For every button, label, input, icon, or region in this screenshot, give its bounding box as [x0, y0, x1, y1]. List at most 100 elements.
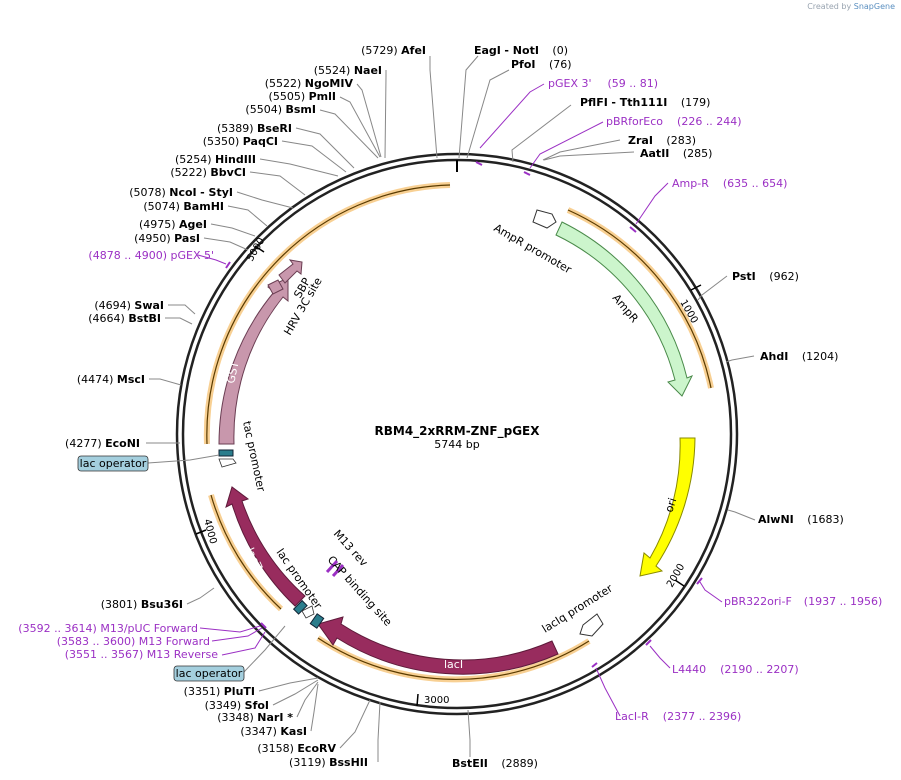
map-label-part: (635 .. 654)	[723, 177, 788, 190]
map-label-part: (4694)	[94, 299, 131, 312]
map-label-part: (283)	[666, 134, 696, 147]
tick-4000	[195, 529, 207, 535]
map-label-part: EcoRV	[297, 742, 336, 755]
map-label: LacI-R(2377 .. 2396)	[615, 710, 741, 723]
map-label-part: (2190 .. 2207)	[720, 663, 799, 676]
leader-line	[186, 587, 215, 605]
map-label: (5505) PmlI	[269, 90, 336, 103]
map-label: (3551 .. 3567) M13 Reverse	[65, 648, 218, 661]
leader-line	[511, 104, 572, 163]
map-label-part: BstEII	[452, 757, 488, 770]
leader-line	[197, 254, 227, 265]
orf-arc-gst	[203, 182, 451, 445]
map-label-part: PfoI	[511, 58, 536, 71]
map-label-part: M13 Reverse	[147, 648, 218, 661]
map-label-part: PmlI	[309, 90, 336, 103]
map-label-part: (4277)	[65, 437, 102, 450]
map-label-part: BseRI	[257, 122, 292, 135]
map-label-part: (3349)	[205, 699, 242, 712]
map-label-part: L4440	[672, 663, 706, 676]
tac-operator-box	[218, 449, 234, 457]
map-mark	[696, 577, 703, 585]
map-mark	[629, 226, 637, 233]
map-label: (5078) NcoI - StyI	[129, 186, 233, 199]
map-label: (3583 .. 3600) M13 Forward	[57, 635, 210, 648]
map-label-part: NaeI	[354, 64, 382, 77]
map-label-part: EcoNI	[105, 437, 140, 450]
plasmid-name: RBM4_2xRRM-ZNF_pGEX	[375, 424, 541, 439]
map-label: (5074) BamHI	[143, 200, 224, 213]
map-label: pBRforEco (226 .. 244)	[606, 115, 742, 128]
leader-line	[339, 699, 371, 749]
tick-5000	[254, 245, 265, 253]
lac-operator-2-box	[173, 665, 245, 682]
leader-line	[310, 683, 319, 732]
sbp-feature	[278, 259, 303, 284]
enzyme-leaders-left	[146, 56, 438, 762]
map-label-part: PflFI	[580, 96, 608, 109]
map-mark	[523, 171, 531, 176]
map-label-part: AgeI	[179, 218, 207, 231]
map-label-part: HindIII	[215, 153, 256, 166]
leader-line	[227, 205, 268, 227]
map-label: (3347) KasI	[240, 725, 307, 738]
leader-line	[295, 127, 355, 169]
map-label-part: (4474)	[77, 373, 114, 386]
map-label-part: - Tth111I	[611, 96, 667, 109]
map-label-part: (3347)	[240, 725, 277, 738]
tac-promoter-label: tac promoter	[240, 420, 268, 493]
map-label-part: (0)	[552, 44, 568, 57]
leader-line	[635, 182, 669, 225]
leader-line	[339, 96, 381, 158]
ampr-feature	[555, 221, 694, 397]
map-label: ZraI (283)	[628, 134, 696, 147]
laci-feature	[317, 616, 559, 675]
leader-line	[377, 701, 381, 762]
map-label: (3349) SfoI	[205, 699, 269, 712]
map-label-part: (2889)	[501, 757, 538, 770]
lac-promoter-arrow	[301, 605, 315, 619]
map-label-part: AhdI	[760, 350, 788, 363]
map-mark	[645, 639, 652, 646]
map-label: AatII (285)	[640, 147, 712, 160]
leader-line	[725, 355, 755, 363]
leader-line	[458, 55, 479, 159]
map-label-part: BamHI	[183, 200, 224, 213]
map-label-part: pBRforEco	[606, 115, 663, 128]
map-label-part: (5524)	[314, 64, 351, 77]
tick-label-5000: 5000	[245, 236, 267, 264]
map-label: pGEX 3'(59 .. 81)	[548, 77, 658, 90]
leader-line	[319, 109, 379, 159]
map-label: (5524) NaeI	[314, 64, 382, 77]
map-label: (4277) EcoNI	[65, 437, 140, 450]
map-label-part: (962)	[769, 270, 799, 283]
leader-line	[199, 625, 261, 633]
map-label: (5729) AfeI	[361, 44, 426, 57]
primer-leaders	[197, 83, 723, 717]
map-label-part: (5254)	[175, 153, 212, 166]
map-label-part: - NotI	[504, 44, 539, 57]
map-label: (3158) EcoRV	[257, 742, 336, 755]
map-label: (5389) BseRI	[217, 122, 292, 135]
map-label-part: (3119)	[289, 756, 326, 769]
map-label-part: (1683)	[807, 513, 844, 526]
map-label-part: (3551 .. 3567)	[65, 648, 144, 661]
map-label: (4878 .. 4900) pGEX 5'	[88, 249, 214, 262]
map-label: AlwNI (1683)	[758, 513, 844, 526]
map-label-part: BstBI	[128, 312, 161, 325]
map-label-part: (226 .. 244)	[677, 115, 742, 128]
map-shape	[210, 494, 282, 610]
map-label-part: MscI	[117, 373, 145, 386]
map-label-part: PluTI	[224, 685, 255, 698]
map-label-part: (5389)	[217, 122, 254, 135]
leader-line	[697, 275, 728, 301]
map-label: BstEII (2889)	[452, 757, 538, 770]
map-label-part: (59 .. 81)	[608, 77, 659, 90]
map-label-part: LacI-R	[615, 710, 649, 723]
map-label-part: NarI *	[257, 711, 293, 724]
leader-line	[727, 509, 756, 521]
map-label-part: AfeI	[401, 44, 426, 57]
tick-1000	[690, 284, 702, 291]
map-shape	[317, 637, 590, 681]
map-label: (4975) AgeI	[139, 218, 207, 231]
